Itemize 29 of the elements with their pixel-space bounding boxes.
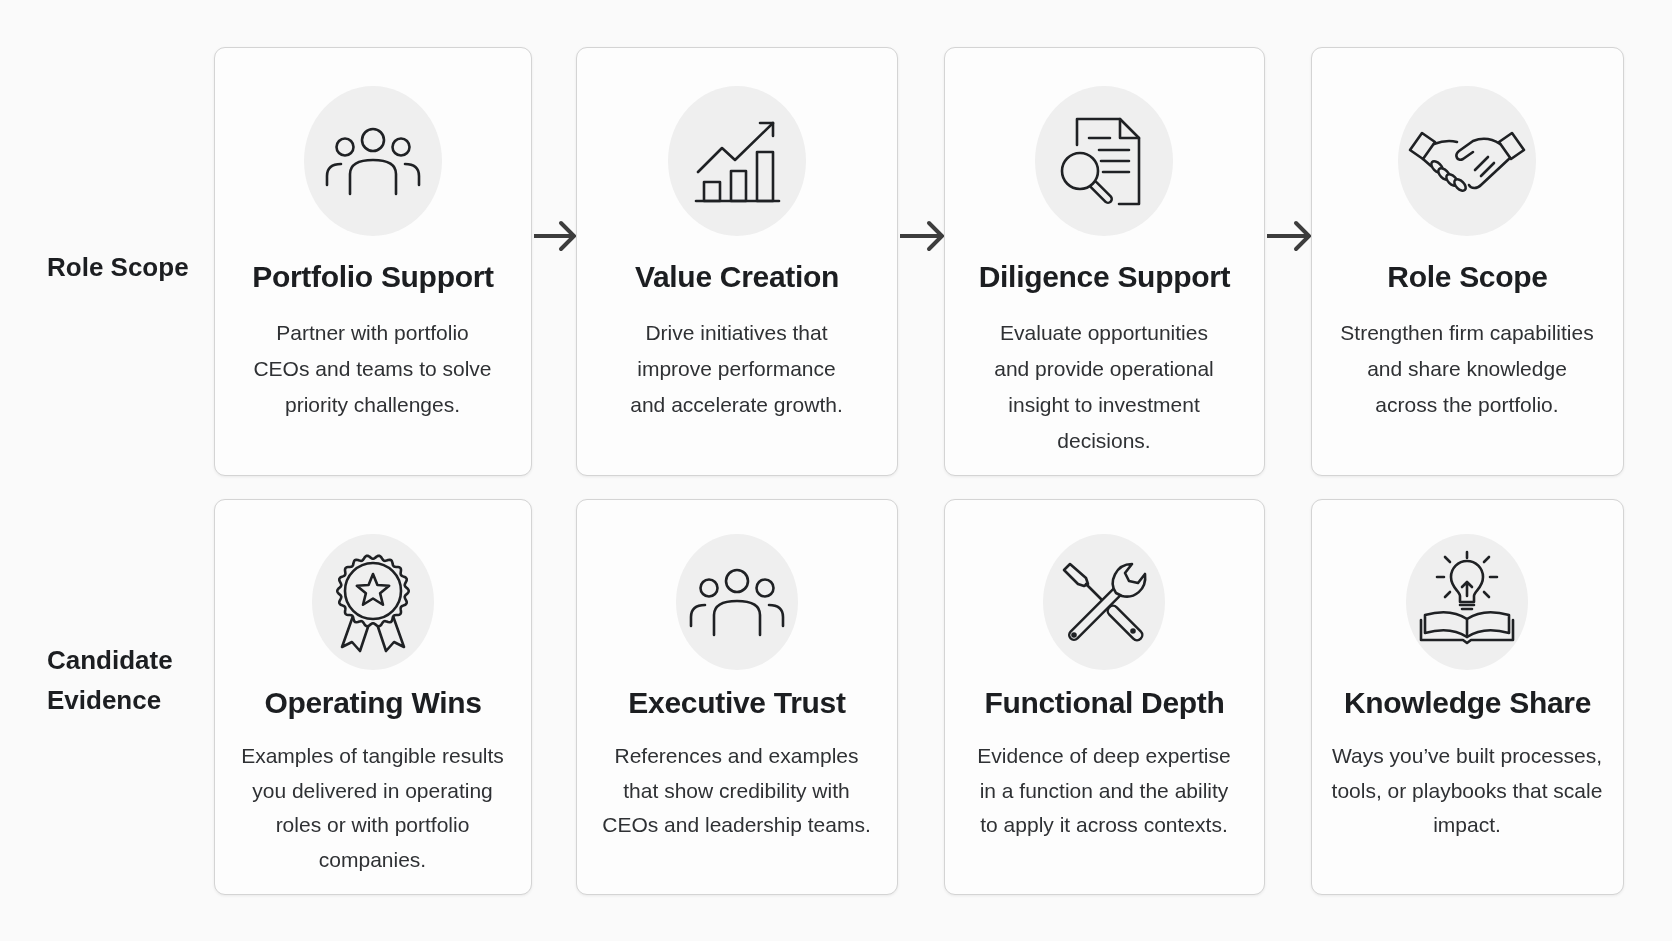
card-title: Role Scope (1387, 259, 1548, 295)
card-title: Diligence Support (978, 259, 1231, 295)
card (944, 47, 1265, 476)
arrow (900, 221, 944, 251)
card-title: Value Creation (634, 259, 840, 295)
card (576, 499, 898, 895)
row-label: Candidate Evidence (47, 644, 174, 717)
arrow (1267, 221, 1311, 251)
card-description: References and examples that show credibility with CEOs and leadership teams. (601, 743, 872, 838)
card-title: Knowledge Share (1343, 685, 1592, 721)
card-description: Strengthen firm capabilities and share knowledge across the portfolio. (1339, 320, 1595, 418)
card-title: Operating Wins (264, 685, 482, 721)
card (944, 499, 1265, 895)
card (1311, 499, 1624, 895)
arrow (534, 221, 576, 251)
card-description: Evidence of deep expertise in a function and the ability to apply it across contexts. (976, 743, 1232, 838)
card-description: Evaluate opportunities and provide operational insight to investment decisions. (993, 320, 1215, 454)
card-title: Portfolio Support (252, 259, 494, 295)
card (1311, 47, 1624, 476)
card (214, 499, 532, 895)
card (576, 47, 898, 476)
card-description: Examples of tangible results you delivered in operating roles or with portfolio companies. (240, 743, 505, 873)
card-description: Ways you’ve built processes, tools, or playbooks that scale impact. (1331, 743, 1603, 838)
card (214, 47, 532, 476)
card-title: Functional Depth (984, 685, 1225, 721)
card-description: Drive initiatives that improve performance and accelerate growth. (629, 320, 844, 418)
row-label: Role Scope (47, 251, 190, 284)
card-description: Partner with portfolio CEOs and teams to solve priority challenges. (252, 320, 493, 418)
card-title: Executive Trust (628, 685, 846, 721)
